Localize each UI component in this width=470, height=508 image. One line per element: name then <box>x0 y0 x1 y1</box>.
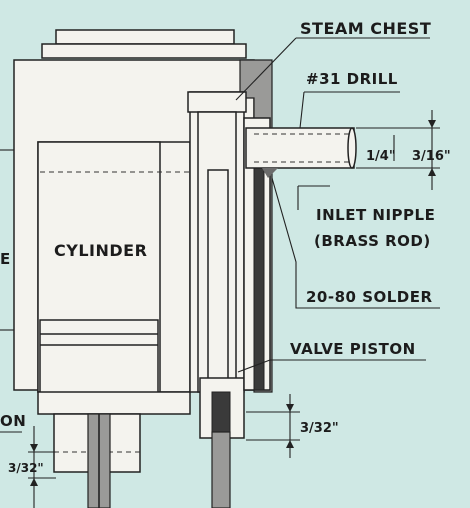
drill-label: #31 DRILL <box>306 70 398 88</box>
valve-stem <box>211 391 231 433</box>
steam-chest-label: STEAM CHEST <box>300 19 431 38</box>
cylinder-top-flange <box>41 43 247 59</box>
lower-gap-dim: 3/32" <box>8 461 44 475</box>
valve-chest-top <box>187 91 247 113</box>
valve-piston-body <box>207 169 229 381</box>
nipple-outer-dim: 3/16" <box>412 149 451 164</box>
valve-stem-lower <box>211 431 231 508</box>
valve-piston-label: VALVE PISTON <box>290 340 416 358</box>
valve-gap-dim: 3/32" <box>300 421 339 436</box>
solder-label: 20-80 SOLDER <box>306 288 433 306</box>
inlet-nipple-label-1: INLET NIPPLE <box>316 206 435 224</box>
steam-chest-side-shade <box>253 159 265 391</box>
cylinder-label: CYLINDER <box>54 241 147 260</box>
cylinder-lower-wall <box>37 391 191 415</box>
solder-fillet <box>262 168 278 178</box>
nipple-diameter-dim: 1/4" <box>366 149 396 164</box>
cylinder-top-cap <box>55 29 235 45</box>
left-edge-on-label: ON <box>0 412 26 430</box>
inlet-nipple-label-2: (BRASS ROD) <box>314 232 431 250</box>
left-edge-e-label: E <box>0 250 11 268</box>
